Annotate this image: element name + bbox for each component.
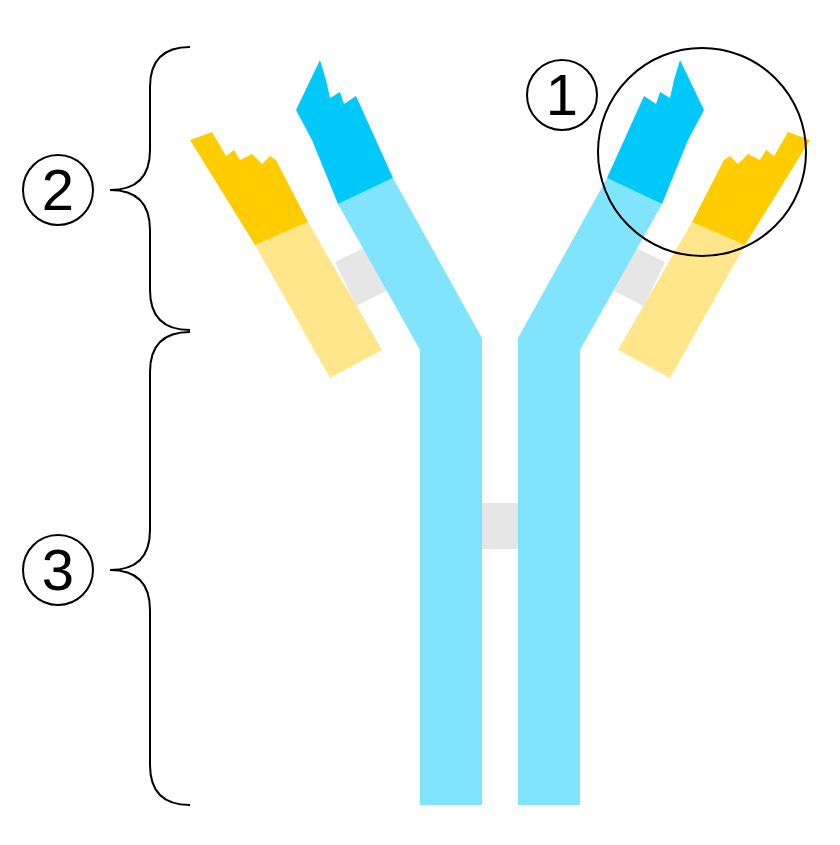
callout-number: 1	[526, 59, 598, 131]
antibody-half	[518, 60, 810, 805]
brace	[110, 332, 190, 805]
light-variable	[190, 132, 308, 245]
callout-number: 3	[22, 534, 94, 606]
light-chain	[255, 222, 382, 378]
highlight-circle	[598, 48, 806, 256]
antibody-half	[190, 60, 482, 805]
brace	[110, 47, 190, 330]
heavy-chain	[338, 178, 482, 805]
hinge-bridge	[480, 503, 520, 549]
callout-number: 2	[22, 154, 94, 226]
heavy-variable	[296, 60, 393, 204]
